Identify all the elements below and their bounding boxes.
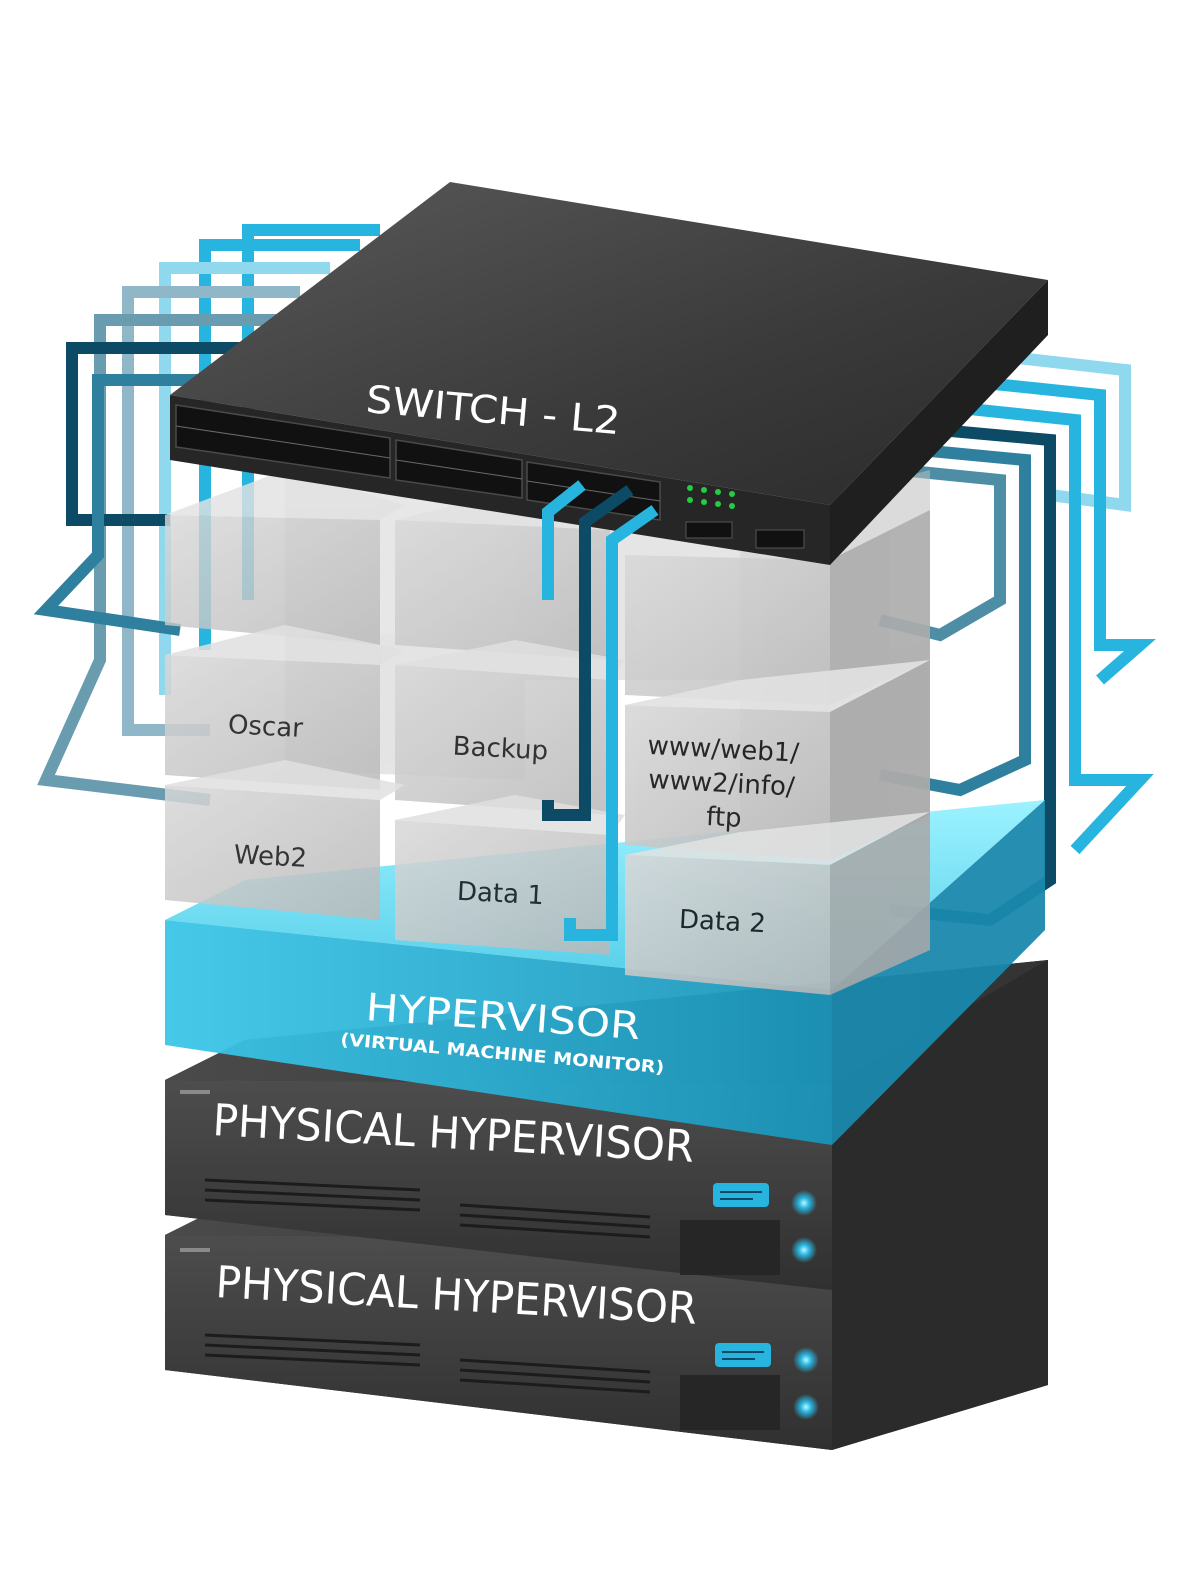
vm-data2: Data 2	[625, 812, 930, 995]
cable-left-1	[242, 224, 380, 600]
cable-left-7	[33, 374, 200, 636]
cable-front-3	[564, 505, 659, 941]
vm-data1: Data 1	[395, 795, 625, 955]
server-1-led-1	[791, 1190, 817, 1216]
vm-top-row	[165, 470, 930, 705]
cable-front-1	[542, 480, 586, 600]
switch-status-leds	[687, 485, 735, 509]
cable-right-1	[999, 350, 1131, 512]
cable-left-6	[66, 342, 255, 526]
cable-right-5	[878, 444, 1031, 797]
vm-oscar-label: Oscar	[227, 710, 304, 744]
server-1-display-icon	[713, 1183, 769, 1207]
vm-www: www/web1/ www2/info/ ftp	[625, 660, 930, 860]
cable-left-5	[37, 314, 280, 806]
vm-data2-label: Data 2	[678, 905, 766, 940]
cable-front-2	[542, 485, 634, 821]
server-2-led-2	[793, 1394, 819, 1420]
vm-grid: Oscar Backup www/web1/ www2/info/ ftp We…	[165, 470, 930, 995]
vm-oscar: Oscar	[165, 625, 405, 790]
cable-right-3	[959, 402, 1154, 855]
front-cables	[542, 480, 659, 941]
server-1-led-2	[791, 1237, 817, 1263]
server-2-led-1	[793, 1347, 819, 1373]
vm-data1-label: Data 1	[456, 877, 544, 912]
cable-right-2	[974, 376, 1156, 685]
vm-backup-label: Backup	[452, 732, 549, 767]
vm-web2-label: Web2	[233, 840, 308, 874]
vm-backup: Backup	[395, 640, 625, 815]
server-2-display-icon	[715, 1343, 771, 1367]
vm-web2: Web2	[165, 760, 405, 920]
network-switch: SWITCH - L2	[170, 182, 1048, 565]
